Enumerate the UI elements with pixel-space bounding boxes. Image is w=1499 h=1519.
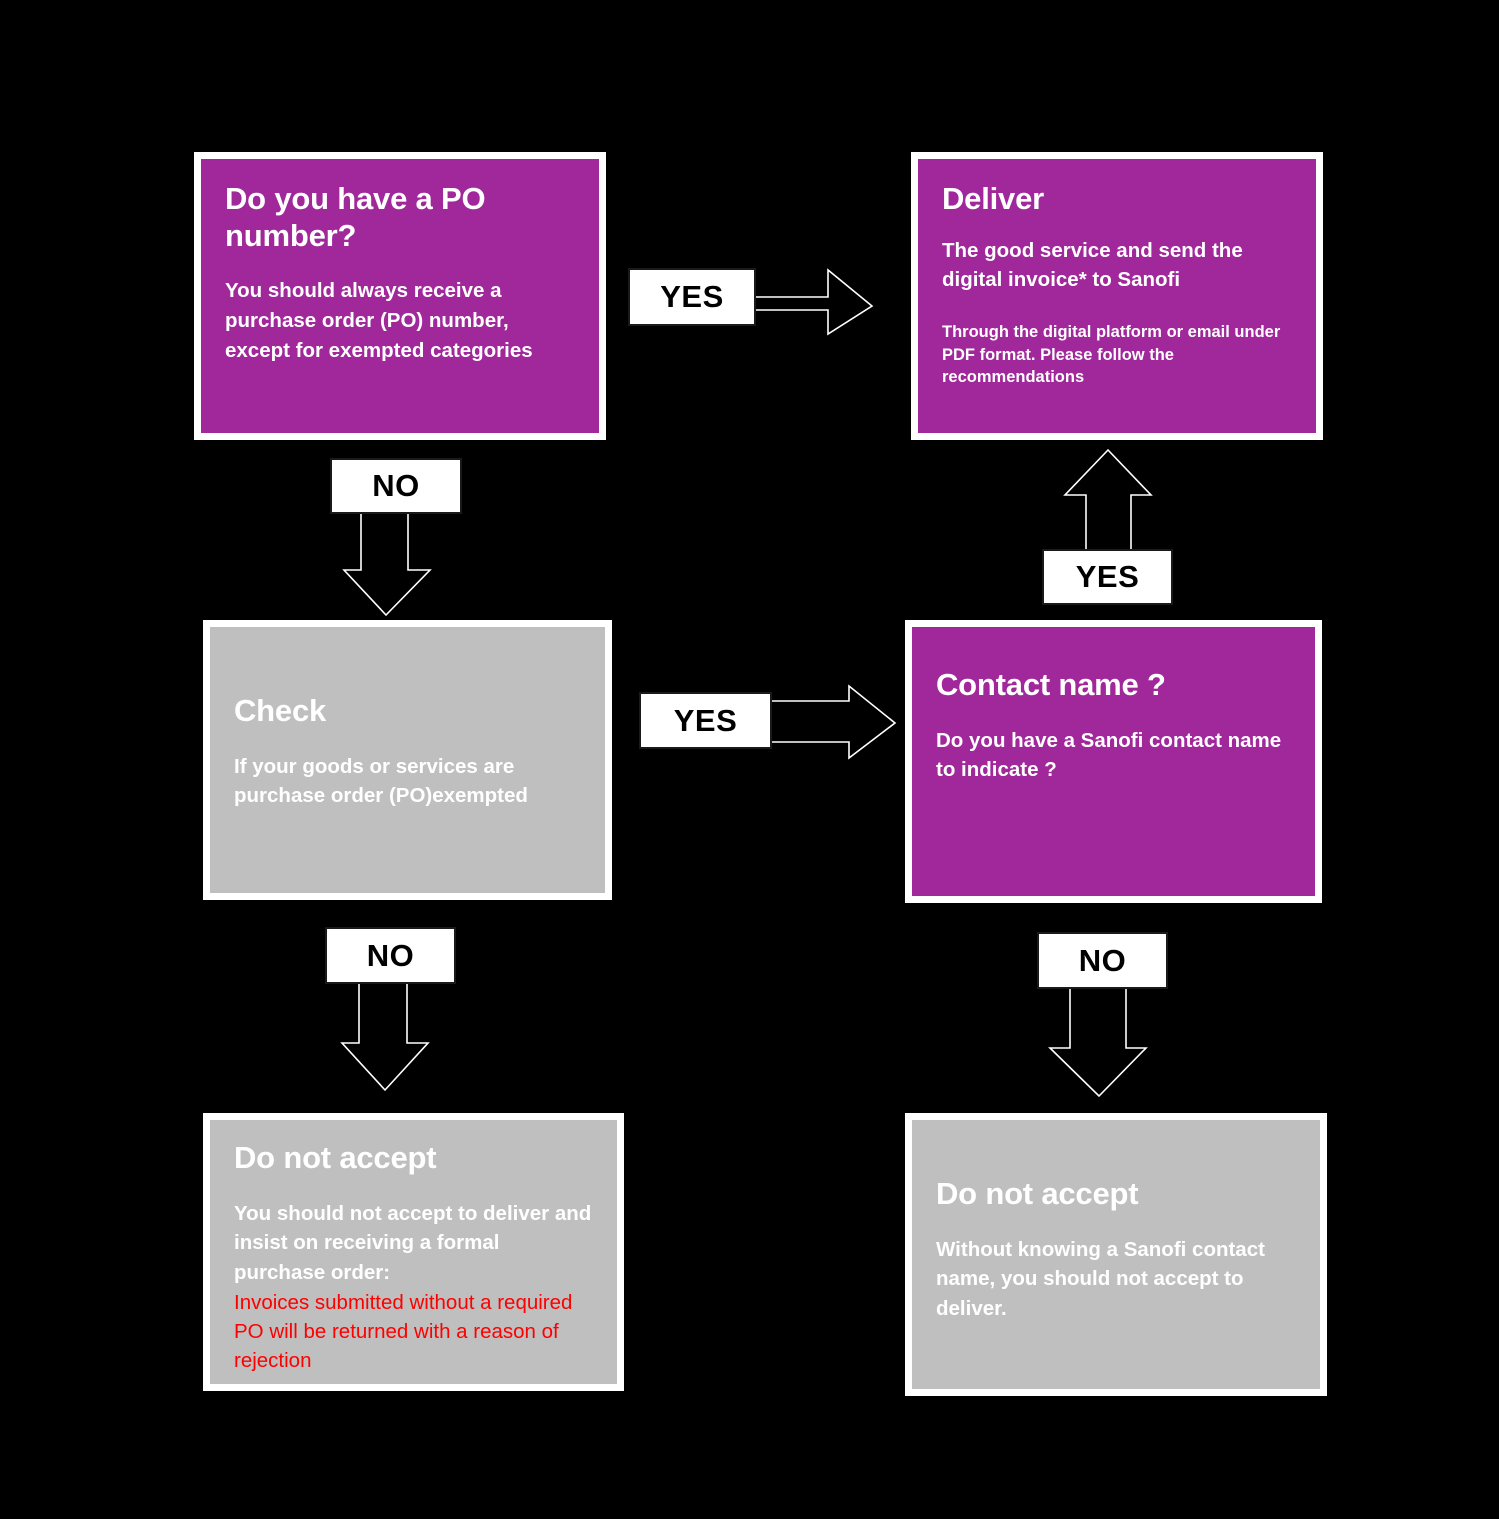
node-contact-name-body: Do you have a Sanofi contact name to ind…	[936, 728, 1282, 782]
node-po-number-title: Do you have a PO number?	[225, 181, 486, 253]
node-do-not-accept-right-body: Without knowing a Sanofi contact name, y…	[936, 1237, 1265, 1321]
edge-label-contact-to-reject-text: NO	[1078, 942, 1127, 978]
edge-label-contact-to-deliver[interactable]: YES	[1042, 549, 1173, 605]
arrow-check-to-contact	[767, 684, 897, 764]
node-check[interactable]: Check If your goods or services are purc…	[203, 620, 612, 900]
edge-label-check-to-reject[interactable]: NO	[325, 927, 456, 984]
node-deliver-title: Deliver	[942, 181, 1044, 216]
node-do-not-accept-left-body: You should not accept to deliver and ins…	[234, 1201, 592, 1285]
edge-label-check-to-reject-text: NO	[366, 937, 415, 973]
arrow-contact-to-reject	[1048, 986, 1150, 1098]
node-deliver-body: The good service and send the digital in…	[942, 238, 1243, 292]
node-do-not-accept-left[interactable]: Do not accept You should not accept to d…	[203, 1113, 624, 1391]
edge-label-po-to-deliver[interactable]: YES	[628, 268, 756, 326]
node-deliver[interactable]: Deliver The good service and send the di…	[911, 152, 1323, 440]
node-do-not-accept-left-title: Do not accept	[234, 1140, 437, 1175]
node-po-number-body: You should always receive a purchase ord…	[225, 279, 533, 362]
edge-label-po-to-check-text: NO	[372, 468, 420, 503]
node-contact-name[interactable]: Contact name ? Do you have a Sanofi cont…	[905, 620, 1322, 903]
node-do-not-accept-left-alert: Invoices submitted without a required PO…	[234, 1290, 573, 1372]
arrow-contact-to-deliver	[1063, 448, 1155, 556]
arrow-po-to-check	[342, 510, 434, 618]
node-deliver-note: Through the digital platform or email un…	[942, 323, 1281, 387]
node-check-body: If your goods or services are purchase o…	[234, 754, 528, 808]
edge-label-check-to-contact-text: YES	[673, 702, 738, 738]
node-do-not-accept-right-title: Do not accept	[936, 1176, 1139, 1211]
edge-label-check-to-contact[interactable]: YES	[639, 692, 772, 749]
arrow-po-to-deliver	[744, 262, 874, 340]
node-contact-name-title: Contact name ?	[936, 667, 1166, 702]
edge-label-po-to-check[interactable]: NO	[330, 458, 462, 514]
node-check-title: Check	[234, 693, 327, 728]
arrow-check-to-reject	[340, 981, 432, 1093]
edge-label-po-to-deliver-text: YES	[660, 279, 724, 314]
edge-label-contact-to-reject[interactable]: NO	[1037, 932, 1168, 989]
edge-label-contact-to-deliver-text: YES	[1075, 559, 1140, 594]
node-do-not-accept-right[interactable]: Do not accept Without knowing a Sanofi c…	[905, 1113, 1327, 1396]
node-po-number[interactable]: Do you have a PO number? You should alwa…	[194, 152, 606, 440]
